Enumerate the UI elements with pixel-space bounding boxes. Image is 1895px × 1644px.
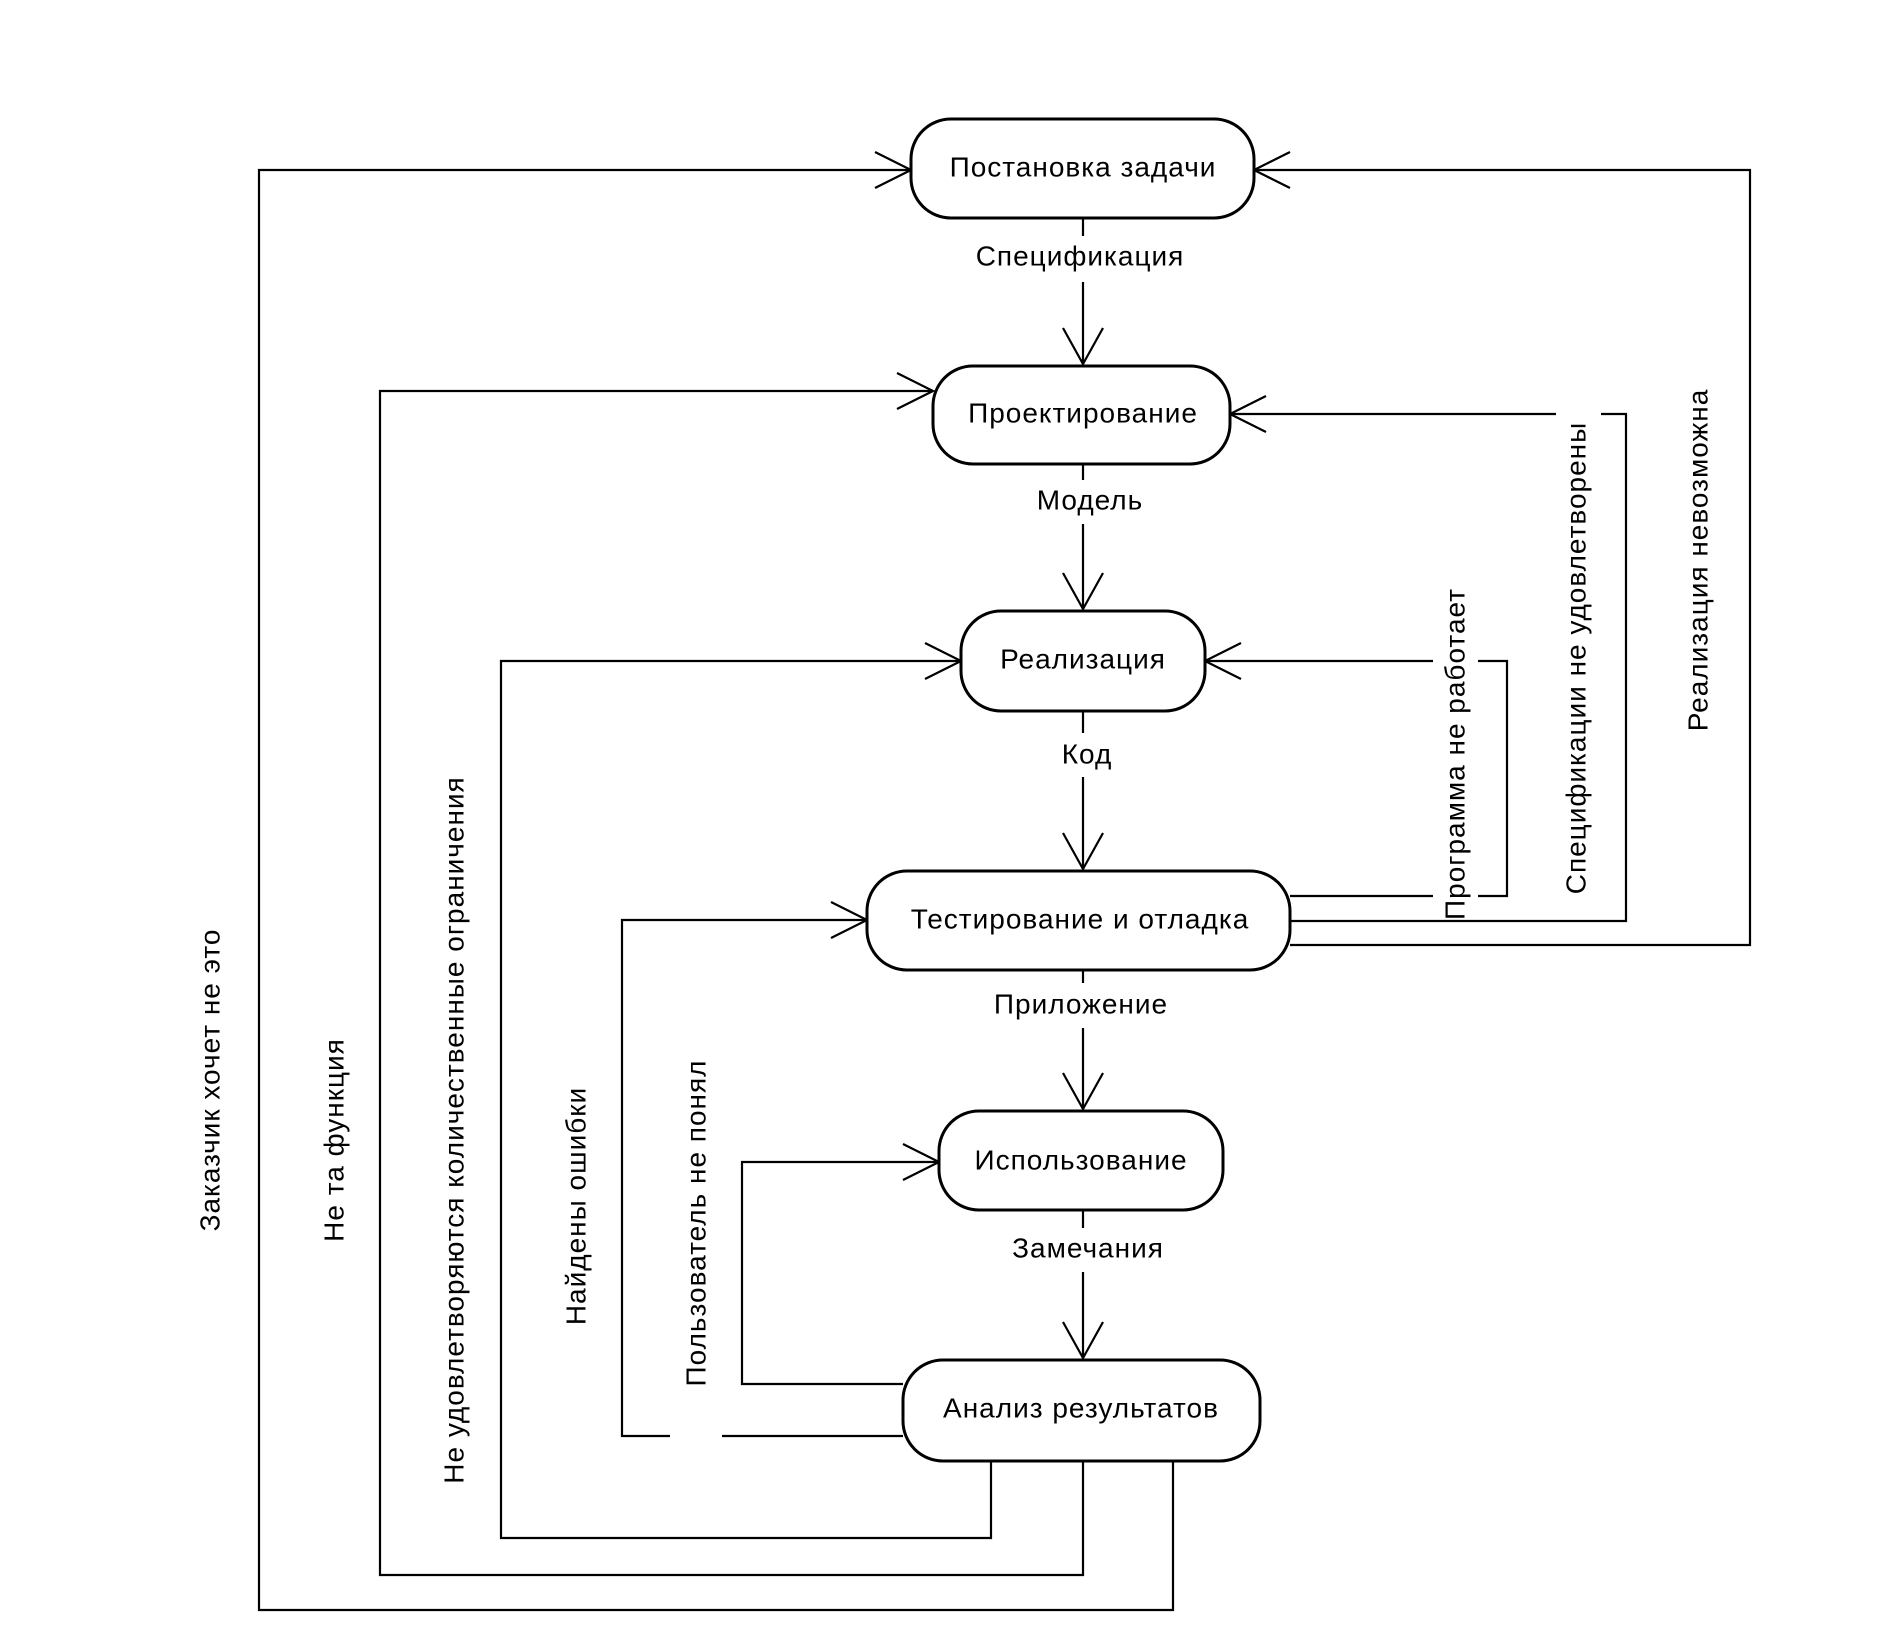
- node-label: Реализация: [1000, 643, 1166, 674]
- node-realizatsiya: Реализация: [959, 609, 1207, 713]
- edge-label-model: Модель: [1037, 484, 1144, 515]
- arrowhead-icon: [1062, 327, 1104, 367]
- node-label: Проектирование: [968, 397, 1198, 428]
- edge-label-zamechaniya: Замечания: [1012, 1232, 1164, 1263]
- edge-programma-ne-rabotaet: [1205, 659, 1509, 898]
- node-box: [909, 117, 1256, 220]
- node-analiz: Анализ результатов: [901, 1358, 1262, 1463]
- node-testirovanie: Тестирование и отладка: [865, 869, 1292, 972]
- node-box: [865, 869, 1292, 972]
- edge-label-zakazchik-khochet-ne-eto: Заказчик хочет не это: [194, 929, 225, 1232]
- node-ispolzovanie: Использование: [937, 1109, 1225, 1212]
- edge-label-polzovatel-ne-ponyal: Пользователь не понял: [680, 1060, 711, 1387]
- edge-label-programma-ne-rabotaet: Программа не работает: [1439, 588, 1470, 920]
- node-box: [901, 1358, 1262, 1463]
- edge-spetsifikatsii-ne-udovletvoreny: [1230, 412, 1628, 923]
- node-label: Тестирование и отладка: [911, 903, 1250, 934]
- arrowhead-icon: [1062, 832, 1104, 872]
- node-label: Анализ результатов: [943, 1392, 1219, 1423]
- edge-label-ne-udovletvoryayutsya-ogranicheniya: Не удовлетворяются количественные ограни…: [438, 776, 469, 1483]
- edge-ne-udovletvoryayutsya-ogranicheniya: [499, 659, 993, 1540]
- arrowhead-icon: [1062, 1072, 1104, 1112]
- edge-label-spetsifikatsii-ne-udovletvoreny: Спецификации не удовлетворены: [1560, 422, 1591, 895]
- edges: [257, 168, 1752, 1612]
- edge-polzovatel-ne-ponyal: [740, 1160, 939, 1386]
- edge-zakazchik-khochet-ne-eto: [257, 168, 1175, 1612]
- node-label: Постановка задачи: [950, 151, 1217, 182]
- node-postanovka: Постановка задачи: [909, 117, 1256, 220]
- node-box: [931, 364, 1232, 466]
- edge-label-naydeny-oshibki: Найдены ошибки: [560, 1087, 591, 1325]
- edge-realizatsiya-nevozmozhna: [1254, 168, 1752, 947]
- arrowhead-icon: [1062, 1321, 1104, 1361]
- node-proektirovanie: Проектирование: [931, 364, 1232, 466]
- edge-label-kod: Код: [1062, 738, 1113, 769]
- edge-label-realizatsiya-nevozmozhna: Реализация невозможна: [1682, 389, 1713, 732]
- node-label: Использование: [974, 1144, 1187, 1175]
- edge-label-prilozhenie: Приложение: [994, 988, 1168, 1019]
- node-box: [937, 1109, 1225, 1212]
- edge-label-spetsifikatsiya: Спецификация: [976, 240, 1185, 271]
- edge-ne-ta-funktsiya: [378, 389, 1085, 1577]
- arrowhead-icon: [896, 372, 936, 410]
- edge-naydeny-oshibki: [620, 918, 903, 1438]
- node-box: [959, 609, 1207, 713]
- edge-labels: Спецификация Модель Код Приложение Замеч…: [194, 240, 1713, 1483]
- edge-label-ne-ta-funktsiya: Не та функция: [318, 1038, 349, 1242]
- arrowhead-icon: [1062, 572, 1104, 612]
